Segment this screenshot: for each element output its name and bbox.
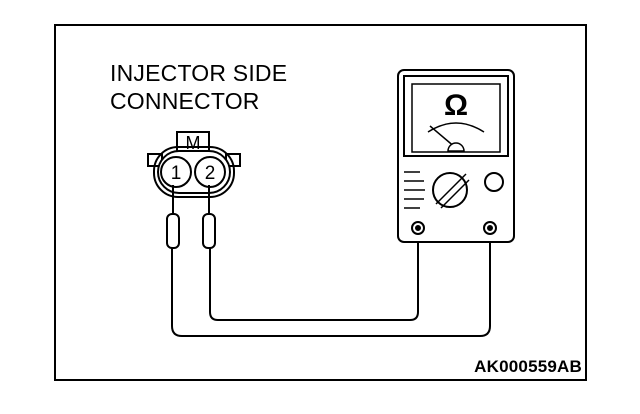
connector-pin-1: [160, 156, 192, 188]
probes: [166, 192, 216, 249]
meter-needle-pivot: [447, 142, 465, 152]
pin-2-number: 2: [205, 163, 216, 184]
figure-code: AK000559AB: [474, 357, 582, 376]
probe-1-body: [166, 213, 180, 249]
test-leads: [171, 232, 491, 337]
meter-terminal-right-center: [487, 225, 493, 231]
lead-pin1-to-meter-right: [171, 232, 491, 337]
connector-outline: [153, 146, 235, 198]
injector-connector: M 1 2: [147, 131, 241, 198]
meter-display-face: [411, 83, 501, 153]
connector-mark: M: [186, 133, 201, 153]
knob-ridge: [435, 173, 467, 205]
ohm-symbol: Ω: [444, 89, 468, 122]
ohmmeter: Ω: [397, 69, 515, 243]
connector-label-line2: CONNECTOR: [110, 88, 260, 114]
knob-ridge-2: [440, 179, 470, 209]
connector-label-line1: INJECTOR SIDE: [110, 60, 288, 86]
lead-pin2-to-meter-left: [209, 232, 419, 321]
meter-terminal-left-center: [415, 225, 421, 231]
pin-1-number: 1: [171, 163, 182, 184]
zero-adjust-knob: [484, 172, 504, 192]
probe-2-body: [202, 213, 216, 249]
meter-scale-arc: [427, 122, 485, 133]
